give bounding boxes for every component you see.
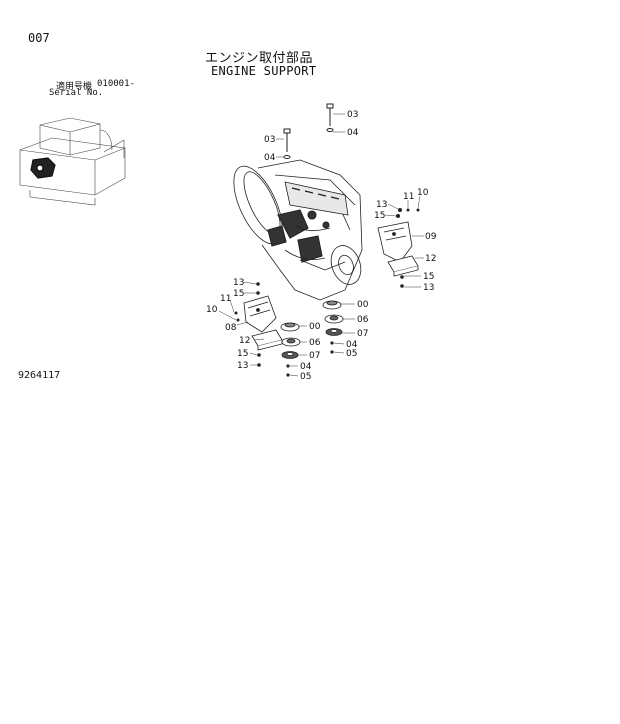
callout-label: 13 bbox=[233, 278, 244, 288]
bracket-right bbox=[377, 221, 413, 263]
callout-label: 15 bbox=[233, 289, 244, 299]
callout-label: 10 bbox=[417, 188, 429, 198]
callout-label: 07 bbox=[309, 351, 320, 361]
washers-nuts bbox=[286, 341, 334, 377]
callout-label: 10 bbox=[206, 305, 218, 315]
small-fasteners-right bbox=[396, 208, 420, 288]
bracket-left bbox=[243, 295, 277, 333]
small-fasteners-left bbox=[234, 282, 261, 367]
callout-label: 03 bbox=[347, 110, 358, 120]
callout-label: 13 bbox=[237, 361, 248, 371]
callout-label: 03 bbox=[264, 135, 275, 145]
callout-label: 00 bbox=[357, 300, 369, 310]
callout-label: 05 bbox=[346, 349, 357, 359]
callout-label: 00 bbox=[309, 322, 321, 332]
callout-label: 11 bbox=[220, 294, 231, 304]
callout-labels: 03 04 03 04 13 11 10 15 09 12 15 13 13 1… bbox=[206, 110, 437, 382]
serial-label-english: Serial No. bbox=[49, 88, 104, 98]
callout-label: 09 bbox=[425, 232, 437, 242]
machine-thumbnail bbox=[19, 117, 126, 206]
callout-label: 05 bbox=[300, 372, 311, 382]
callout-label: 12 bbox=[425, 254, 436, 264]
callout-label: 13 bbox=[423, 283, 434, 293]
callout-label: 13 bbox=[376, 200, 387, 210]
callout-label: 12 bbox=[239, 336, 250, 346]
rubber-mounts bbox=[280, 300, 344, 359]
engine-assembly bbox=[233, 159, 363, 301]
callout-label: 08 bbox=[225, 323, 237, 333]
callout-label: 04 bbox=[346, 340, 358, 350]
callout-label: 04 bbox=[300, 362, 312, 372]
callout-label: 15 bbox=[237, 349, 248, 359]
callout-label: 07 bbox=[357, 329, 368, 339]
drawing-number: 9264117 bbox=[18, 370, 61, 381]
serial-label-japanese: 適用号機 bbox=[56, 82, 93, 92]
bolt-upper-right bbox=[326, 103, 334, 132]
callout-label: 04 bbox=[264, 153, 276, 163]
page-number: 007 bbox=[28, 31, 50, 45]
leader-lines bbox=[218, 113, 424, 377]
bolt-upper-left bbox=[283, 128, 291, 159]
callout-label: 15 bbox=[423, 272, 434, 282]
serial-value: 010001- bbox=[97, 79, 135, 89]
callout-label: 11 bbox=[403, 192, 414, 202]
mount-pad-right bbox=[387, 255, 419, 277]
callout-label: 15 bbox=[374, 211, 385, 221]
callout-label: 06 bbox=[309, 338, 321, 348]
callout-label: 06 bbox=[357, 315, 369, 325]
title-japanese: エンジン取付部品 bbox=[205, 51, 314, 66]
title-english: ENGINE SUPPORT bbox=[211, 64, 317, 78]
callout-label: 04 bbox=[347, 128, 359, 138]
